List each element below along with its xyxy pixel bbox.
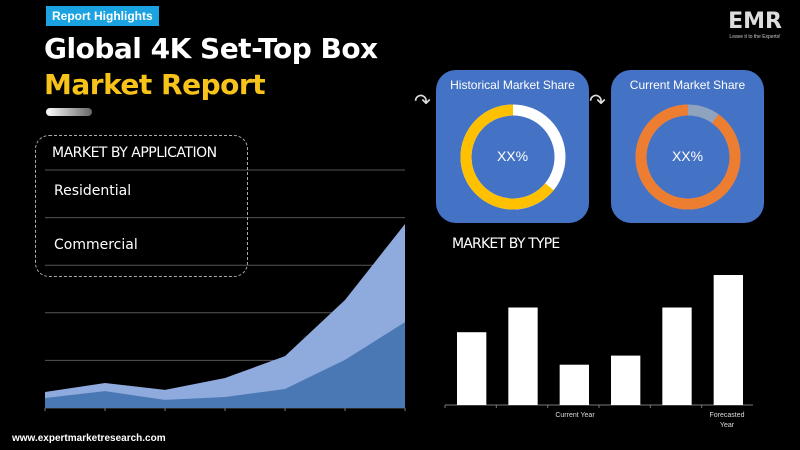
bar [508,307,538,405]
x-tick-label: Forecasted Year [709,412,745,429]
report-highlights-badge: Report Highlights [46,6,159,26]
curved-arrow-icon: ↷ [414,91,431,113]
donut-share-segment [460,104,566,210]
area-series [45,224,405,408]
x-tick-label: Current Year [555,412,595,419]
card-title: Current Market Share [629,78,746,92]
area-chart [44,169,406,411]
type-chart-title: MARKET BY TYPE [452,236,560,252]
application-title: MARKET BY APPLICATION [52,145,217,161]
current-share-card: Current Market Share XX% [611,70,764,223]
bar [713,275,743,405]
bar [457,332,487,405]
page-subtitle: Market Report [44,68,266,101]
application-item-commercial: Commercial [54,237,138,253]
application-box [35,135,248,277]
website-url: www.expertmarketresearch.com [12,433,166,444]
card-value: XX% [671,148,704,164]
decorative-bar [46,108,92,116]
application-item-residential: Residential [54,183,132,199]
logo-tagline: Leave it to the Experts! [729,34,781,40]
historical-share-card: Historical Market Share XX% [436,70,589,223]
page-title: Global 4K Set-Top Box [44,32,378,65]
bar [611,355,641,405]
bar [662,307,692,405]
historical-donut [460,104,566,210]
curved-arrow-icon: ↷ [589,91,606,113]
logo-text: EMR [728,9,782,34]
area-series [45,322,405,408]
card-value: XX% [496,148,529,164]
bar [559,364,589,405]
emr-logo: EMR Leave it to the Experts! [722,9,788,41]
current-donut [635,104,741,210]
card-title: Historical Market Share [450,78,575,92]
donut-share-segment [635,104,741,210]
